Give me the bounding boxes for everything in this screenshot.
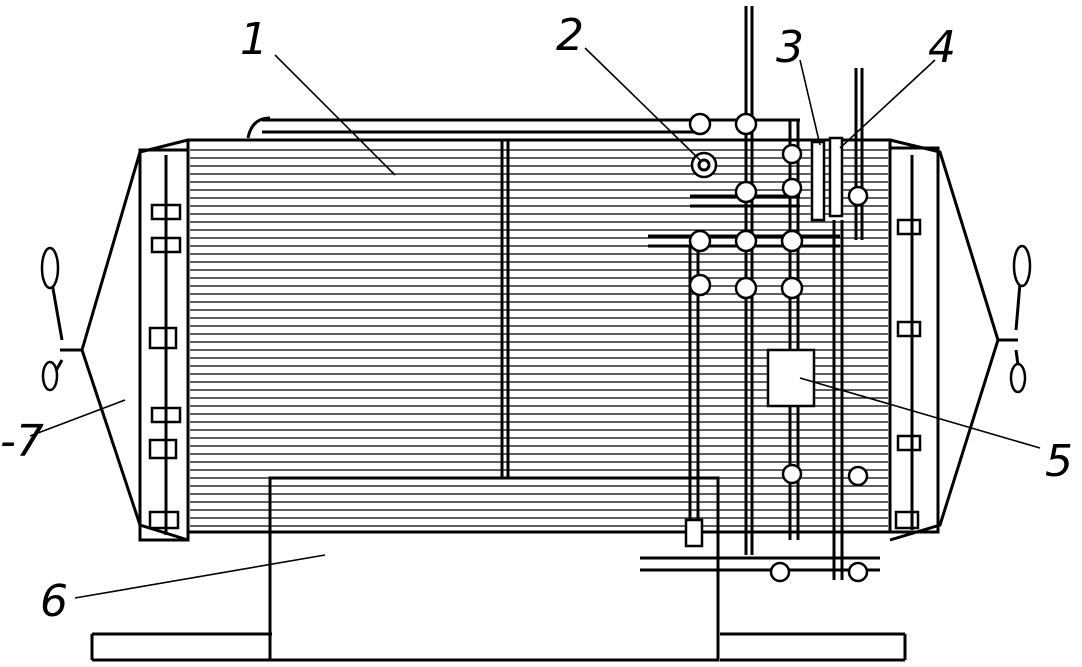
valve-piping xyxy=(640,6,880,583)
callout-1: 1 xyxy=(240,14,268,65)
leader-lines xyxy=(29,47,1041,599)
callout-5: 5 xyxy=(1045,436,1073,487)
callout-6: 6 xyxy=(40,576,68,627)
callout-4: 4 xyxy=(928,22,956,73)
right-end-cap xyxy=(888,138,1000,542)
left-handwheel-icon xyxy=(40,246,82,392)
left-end-cap xyxy=(80,138,190,542)
foundation-rails xyxy=(90,632,907,662)
boiler-shell xyxy=(186,116,892,534)
callout-3: 3 xyxy=(776,22,804,73)
right-handwheel-icon xyxy=(998,244,1032,394)
callout-7: -7 xyxy=(0,416,44,467)
callout-2: 2 xyxy=(556,10,584,61)
